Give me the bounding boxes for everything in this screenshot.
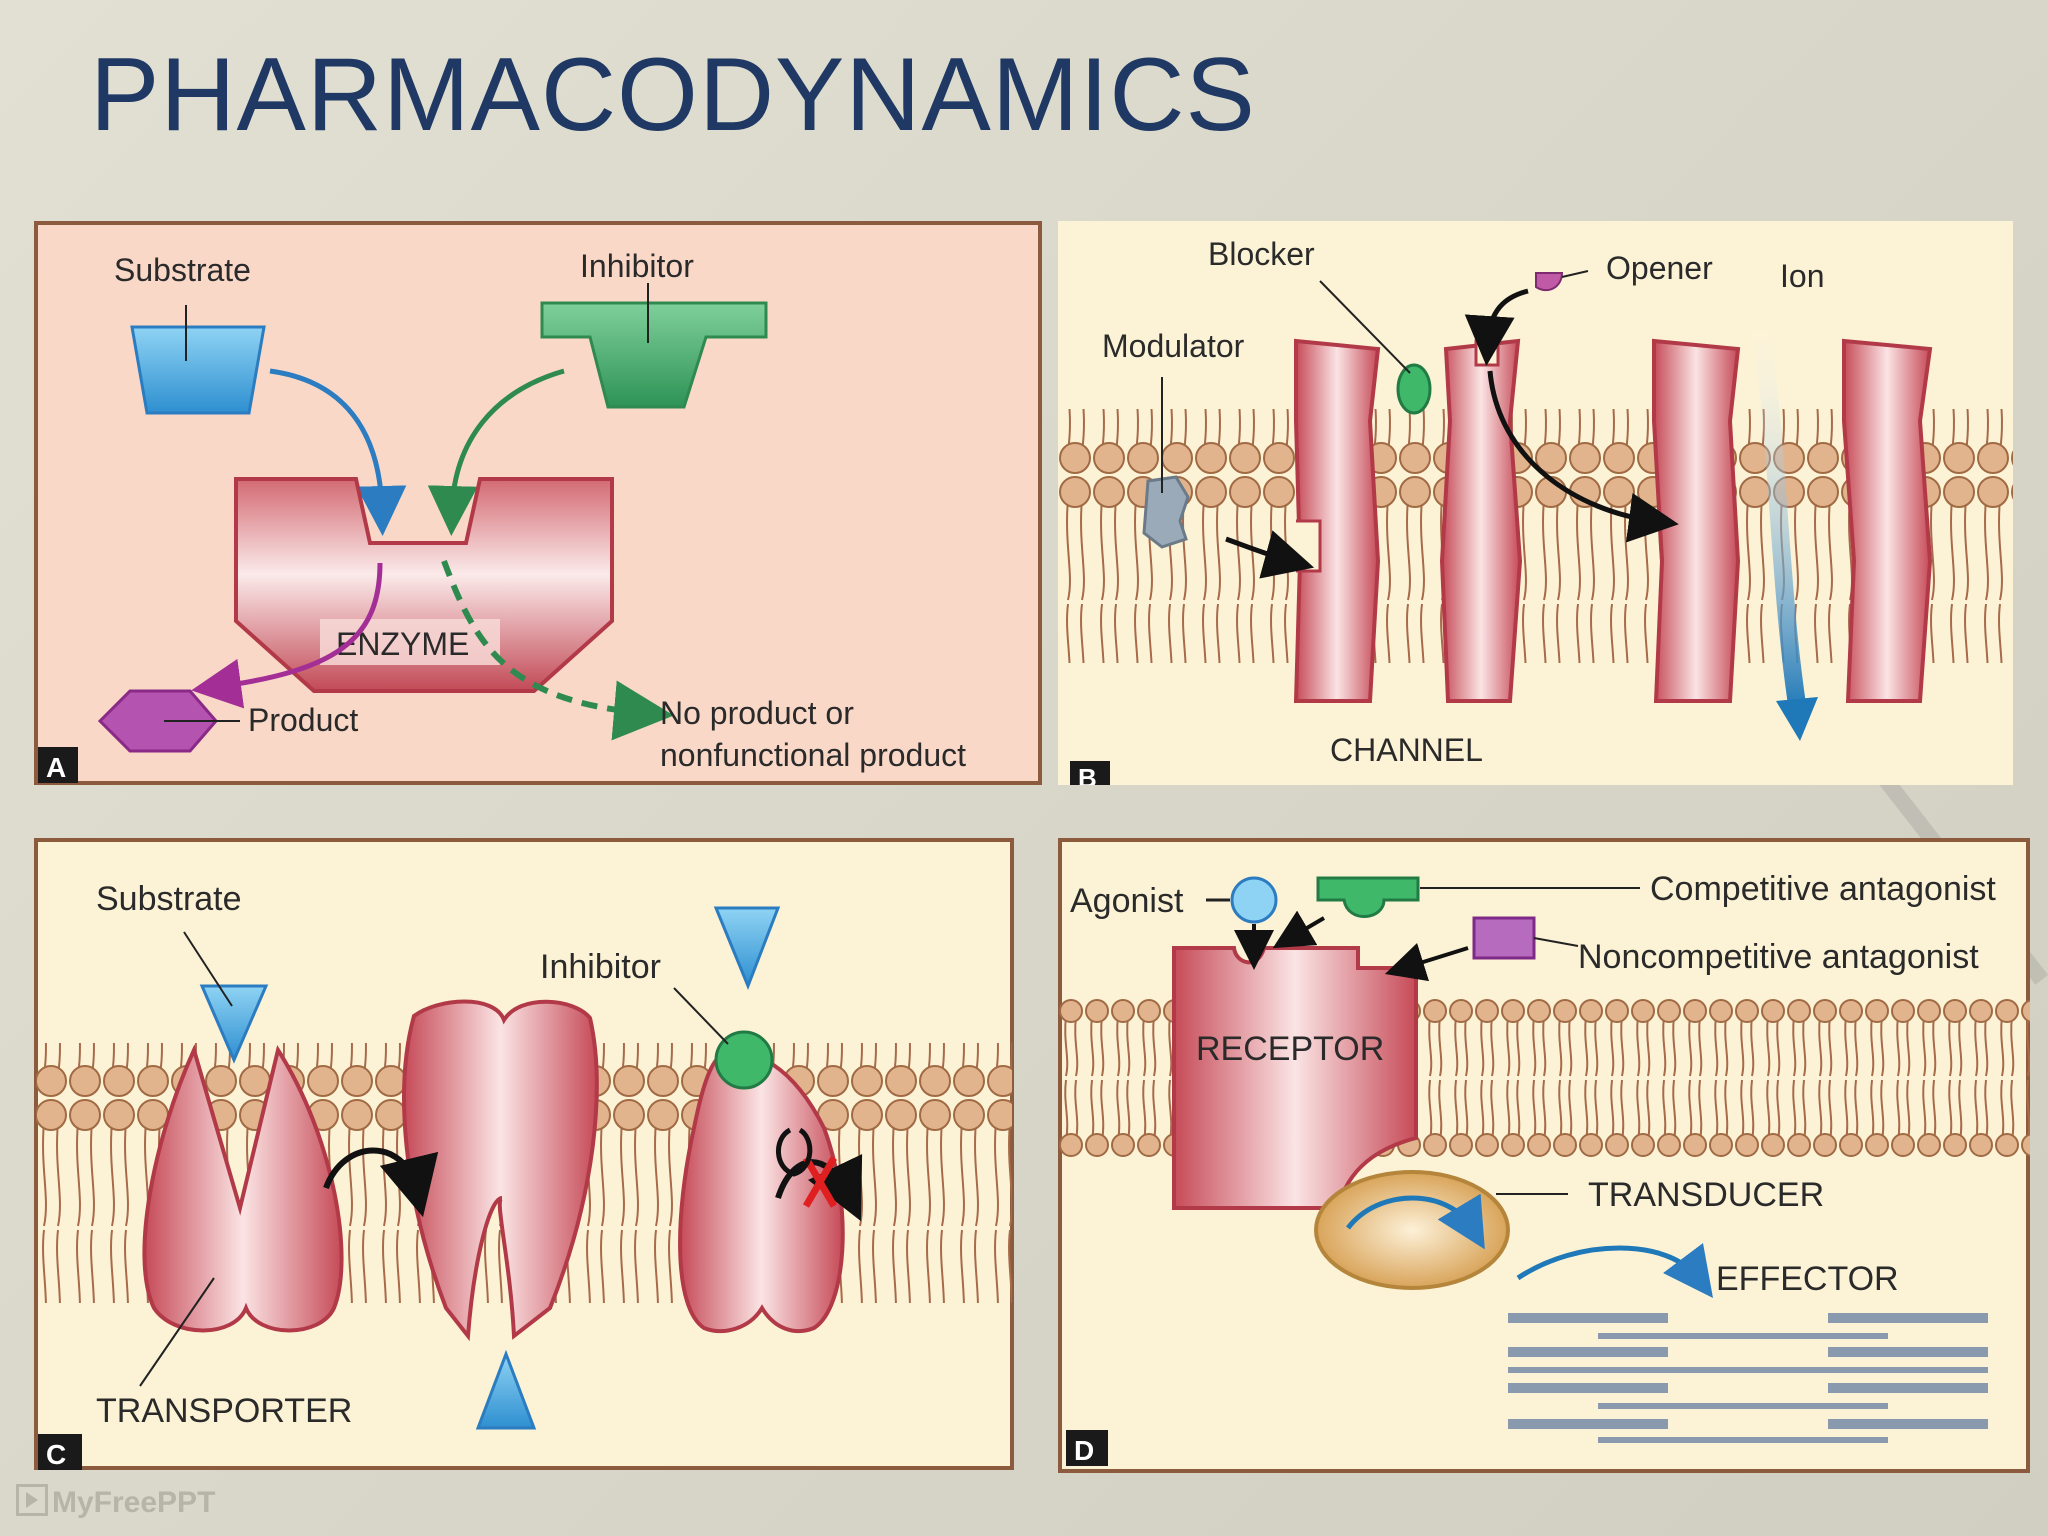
transducer-label: TRANSDUCER	[1588, 1176, 1824, 1214]
channel-protein-mid	[1439, 338, 1523, 703]
modulator-shape	[1142, 475, 1190, 549]
inhibitor-label: Inhibitor	[540, 948, 661, 986]
footer-text: MyFreePPT	[52, 1486, 216, 1519]
channel-label: CHANNEL	[1330, 732, 1483, 768]
channel-protein-right1	[1652, 338, 1741, 703]
channel-protein-right2	[1842, 338, 1933, 703]
panel-letter-d: D	[1074, 1435, 1094, 1466]
panel-b-channel: Ion Blocker Opener Modulator CHANNEL B	[1058, 221, 2013, 785]
modulator-label: Modulator	[1102, 328, 1245, 364]
ion-label: Ion	[1780, 258, 1824, 294]
slide-title: PHARMACODYNAMICS	[90, 37, 1256, 153]
channel-flow-arrow	[1487, 370, 1679, 543]
transporter-label: TRANSPORTER	[96, 1392, 352, 1430]
modulator-arrow	[1225, 530, 1315, 579]
substrate-triangle-bottom	[475, 1349, 537, 1430]
competitive-label: Competitive antagonist	[1650, 870, 1996, 908]
transporter-inhibited	[678, 1051, 845, 1334]
inhibitor-arrow	[427, 368, 565, 536]
panel-letter-c: C	[46, 1439, 66, 1470]
competitive-antagonist-shape	[1316, 876, 1420, 918]
ion-arrow	[1749, 313, 1807, 713]
agonist-label: Agonist	[1070, 882, 1184, 920]
play-icon	[16, 1484, 48, 1516]
no-product-label-2: nonfunctional product	[660, 737, 966, 773]
transporter-open-in	[402, 999, 599, 1342]
transducer-shape	[1314, 1170, 1510, 1290]
substrate-triangle-blocked	[713, 906, 781, 991]
opener-label: Opener	[1606, 250, 1713, 286]
blocked-x-icon	[802, 1156, 838, 1208]
effector-arrow	[1516, 1242, 1714, 1298]
no-product-label-1: No product or	[660, 695, 854, 731]
transport-arrow	[323, 1147, 439, 1218]
receptor-label: RECEPTOR	[1196, 1030, 1384, 1068]
panel-d-receptor: RECEPTOR Agonist Competitive antagonist …	[1058, 838, 2030, 1473]
effector-label: EFFECTOR	[1716, 1260, 1899, 1298]
substrate-arrow	[269, 368, 407, 536]
substrate-triangle-top	[199, 984, 269, 1064]
panel-c-transporter: Substrate Inhibitor TRANSPORTER C	[34, 838, 1014, 1470]
blocker-shape	[1396, 363, 1432, 415]
substrate-label: Substrate	[96, 880, 242, 918]
product-arrow	[191, 562, 383, 709]
blocker-label: Blocker	[1208, 236, 1315, 272]
panel-letter-b: B	[1078, 763, 1097, 785]
footer-brand: MyFreePPT	[16, 1484, 215, 1520]
substrate-label: Substrate	[114, 252, 251, 288]
opener-arrow	[1464, 288, 1529, 366]
substrate-shape	[130, 305, 266, 415]
panel-a-enzyme: Substrate Inhibitor ENZYME Product No pr…	[34, 221, 1042, 785]
inhibitor-shape	[714, 1030, 774, 1090]
noncompetitive-label: Noncompetitive antagonist	[1578, 938, 1979, 976]
enzyme-label: ENZYME	[336, 626, 469, 662]
agonist-shape	[1230, 876, 1278, 924]
inhibitor-shape	[540, 283, 768, 409]
no-product-arrow	[441, 559, 674, 741]
effector-lines	[1508, 1313, 1988, 1443]
rotate-arrow-icon	[776, 1127, 813, 1177]
transporter-open-out	[142, 1044, 344, 1333]
product-label: Product	[248, 702, 358, 738]
opener-shape	[1535, 272, 1564, 292]
panel-letter-a: A	[46, 752, 66, 783]
inhibitor-label: Inhibitor	[580, 248, 694, 284]
noncompetitive-antagonist-shape	[1472, 916, 1536, 960]
channel-protein-left	[1293, 338, 1381, 703]
